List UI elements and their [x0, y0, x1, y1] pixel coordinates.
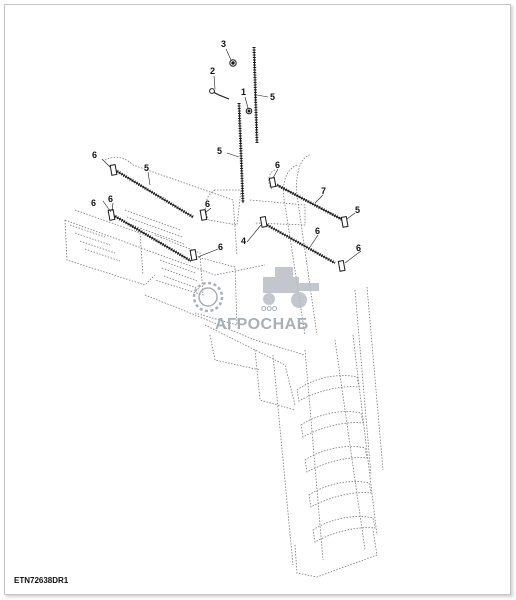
- watermark-tractor-icon: [263, 267, 319, 308]
- parts: [107, 46, 349, 272]
- callout-4: 6: [315, 226, 320, 236]
- callout-6: 4: [241, 236, 246, 246]
- part-1-fitting: [245, 107, 253, 115]
- stairway-structure: [64, 154, 384, 578]
- part-7-diagonal: [276, 183, 344, 222]
- part-3-nut: [229, 59, 237, 67]
- leader-lines: [101, 48, 362, 264]
- part-5-vertical-center: [237, 102, 245, 204]
- callout-5: 5: [144, 163, 149, 173]
- part-2-bolt: [209, 88, 230, 100]
- callouts: 3 2 1 5 5 6 5 6 7 6 6 5 6 4 6 6 6: [91, 39, 361, 253]
- part-5-vertical-right: [252, 46, 259, 144]
- part-5-diagonal-upper-left: [114, 168, 194, 219]
- part-6-brackets: [107, 163, 349, 272]
- watermark-big-text: АГРОСНАБ: [215, 316, 309, 333]
- watermark-gear-icon: [192, 281, 224, 313]
- exploded-parts-diagram: ООО АГРОСНАБ 3 2 1 5 5 6 5 6 7 6 6 5 6 4…: [14, 39, 384, 585]
- watermark-logo: ООО АГРОСНАБ: [192, 267, 319, 333]
- part-id-label: ETN72638DR1: [14, 576, 69, 585]
- callout-6: 5: [355, 205, 360, 215]
- callout-6: 6: [275, 160, 280, 170]
- callout-7: 7: [321, 186, 326, 196]
- callout-3: 3: [221, 39, 226, 49]
- callout-5: 5: [270, 92, 275, 102]
- part-4-diagonal: [266, 223, 336, 265]
- callout-6: 6: [356, 243, 361, 253]
- callout-2: 2: [210, 66, 215, 76]
- part-5-diagonal-lower-left: [112, 213, 192, 263]
- callout-6: 6: [205, 199, 210, 209]
- diagram-frame: ООО АГРОСНАБ 3 2 1 5 5 6 5 6 7 6 6 5 6 4…: [4, 4, 511, 595]
- callout-1: 1: [241, 87, 246, 97]
- callout-6: 6: [92, 150, 97, 160]
- callout-6: 6: [218, 242, 223, 252]
- callout-5: 5: [217, 146, 222, 156]
- watermark-small-text: ООО: [261, 306, 278, 313]
- callout-5: 6: [108, 194, 113, 204]
- callout-6: 6: [91, 198, 96, 208]
